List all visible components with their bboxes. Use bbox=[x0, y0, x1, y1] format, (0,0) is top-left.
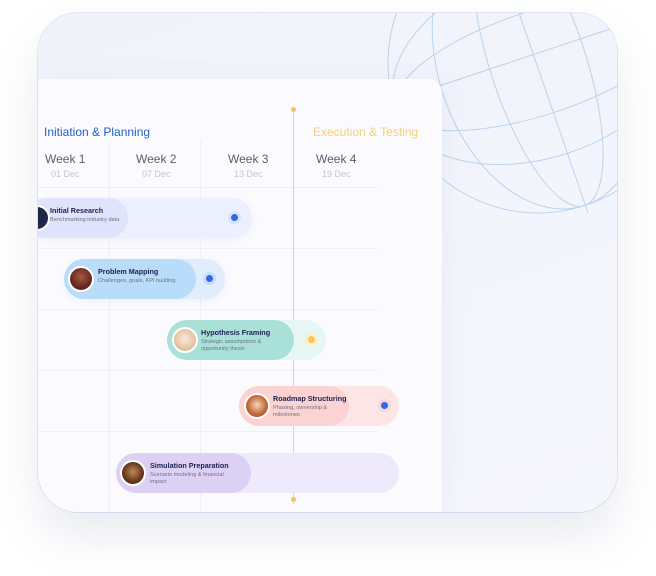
task-subtitle: Benchmarking industry data bbox=[50, 217, 120, 223]
week-4-date: 19 Dec bbox=[322, 169, 351, 179]
task-subtitle: Scenario modeling & financial impact bbox=[150, 472, 224, 485]
avatar bbox=[172, 327, 198, 353]
phase-label-initiation: Initiation & Planning bbox=[44, 125, 151, 139]
today-marker-line bbox=[293, 109, 294, 504]
status-dot bbox=[381, 402, 388, 409]
gantt-panel: Initiation & Planning Execution & Testin… bbox=[38, 79, 442, 512]
task-subtitle: Phasing, ownership & milestones bbox=[273, 405, 328, 418]
today-marker-top-dot bbox=[291, 107, 296, 112]
week-4-label: Week 4 bbox=[316, 152, 357, 166]
grid-line bbox=[38, 309, 378, 310]
status-dot bbox=[231, 214, 238, 221]
grid-line bbox=[38, 248, 378, 249]
grid-line bbox=[38, 370, 378, 371]
status-dot bbox=[308, 336, 315, 343]
week-3-label: Week 3 bbox=[228, 152, 269, 166]
task-title: Hypothesis Framing bbox=[201, 328, 271, 337]
phase-label-execution: Execution & Testing bbox=[313, 125, 419, 139]
task-title: Roadmap Structuring bbox=[273, 394, 347, 403]
avatar bbox=[244, 393, 270, 419]
status-dot bbox=[206, 275, 213, 282]
week-3-date: 13 Dec bbox=[234, 169, 263, 179]
task-subtitle: Strategic assumptions & opportunity thes… bbox=[201, 339, 262, 352]
week-2-date: 07 Dec bbox=[142, 169, 171, 179]
today-marker-bottom-dot bbox=[291, 497, 296, 502]
week-1-date: 01 Dec bbox=[51, 169, 80, 179]
avatar bbox=[120, 460, 146, 486]
timeline-card: Initiation & Planning Execution & Testin… bbox=[38, 13, 617, 512]
week-2-label: Week 2 bbox=[136, 152, 177, 166]
grid-line bbox=[38, 431, 378, 432]
task-progress-bar bbox=[38, 198, 128, 238]
grid-line bbox=[38, 187, 378, 188]
avatar bbox=[68, 266, 94, 292]
grid-line bbox=[109, 141, 110, 512]
task-title: Simulation Preparation bbox=[150, 461, 229, 470]
task-title: Problem Mapping bbox=[98, 267, 159, 276]
task-subtitle: Challenges, goals, KPI building bbox=[98, 278, 176, 284]
task-title: Initial Research bbox=[50, 206, 104, 215]
week-1-label: Week 1 bbox=[45, 152, 86, 166]
